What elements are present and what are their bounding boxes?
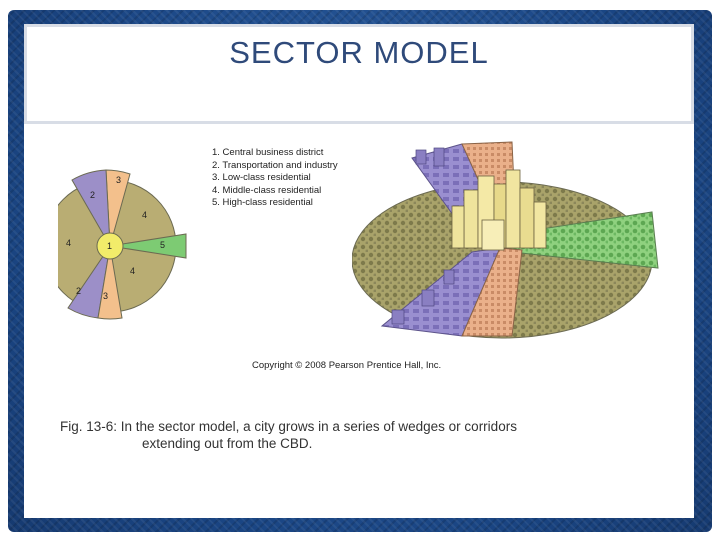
sector-diagram: 3 2 4 4 1 5 4 2 3: [58, 169, 187, 320]
figure-copyright: Copyright © 2008 Pearson Prentice Hall, …: [252, 360, 442, 371]
city-low-class-lower: [461, 247, 523, 337]
slide-title: SECTOR MODEL: [229, 35, 489, 70]
transport-upper-wedge: [71, 169, 111, 247]
wedge-label: 4: [142, 210, 147, 220]
city-illustration: [352, 141, 659, 339]
wedge-label: 1: [107, 241, 112, 251]
legend-item: 1. Central business district: [212, 147, 324, 158]
caption-line-2: extending out from the CBD.: [142, 436, 313, 451]
wedge-label: 3: [103, 291, 108, 301]
figure-caption: Fig. 13-6: In the sector model, a city g…: [60, 418, 660, 452]
low-class-lower-wedge: [97, 245, 123, 320]
wedge-label: 2: [76, 286, 81, 296]
sector-legend: 1. Central business district 2. Transpor…: [212, 147, 372, 210]
caption-line-1: Fig. 13-6: In the sector model, a city g…: [60, 419, 517, 434]
wedge-label: 4: [130, 266, 135, 276]
wedge-label: 3: [116, 175, 121, 185]
wedge-label: 4: [66, 238, 71, 248]
title-box: SECTOR MODEL: [24, 24, 694, 124]
legend-item: 4. Middle-class residential: [212, 184, 322, 196]
wedge-label: 2: [90, 190, 95, 200]
high-class-wedge: [109, 233, 187, 259]
cbd-circle: [96, 232, 124, 260]
legend-item: 2. Transportation and industry: [212, 159, 338, 171]
legend-item: 5. High-class residential: [212, 197, 313, 208]
legend-item: 3. Low-class residential: [212, 172, 311, 183]
wedge-label: 5: [160, 240, 165, 250]
cbd-towers: [451, 169, 547, 251]
industry-blocks: [391, 147, 455, 325]
